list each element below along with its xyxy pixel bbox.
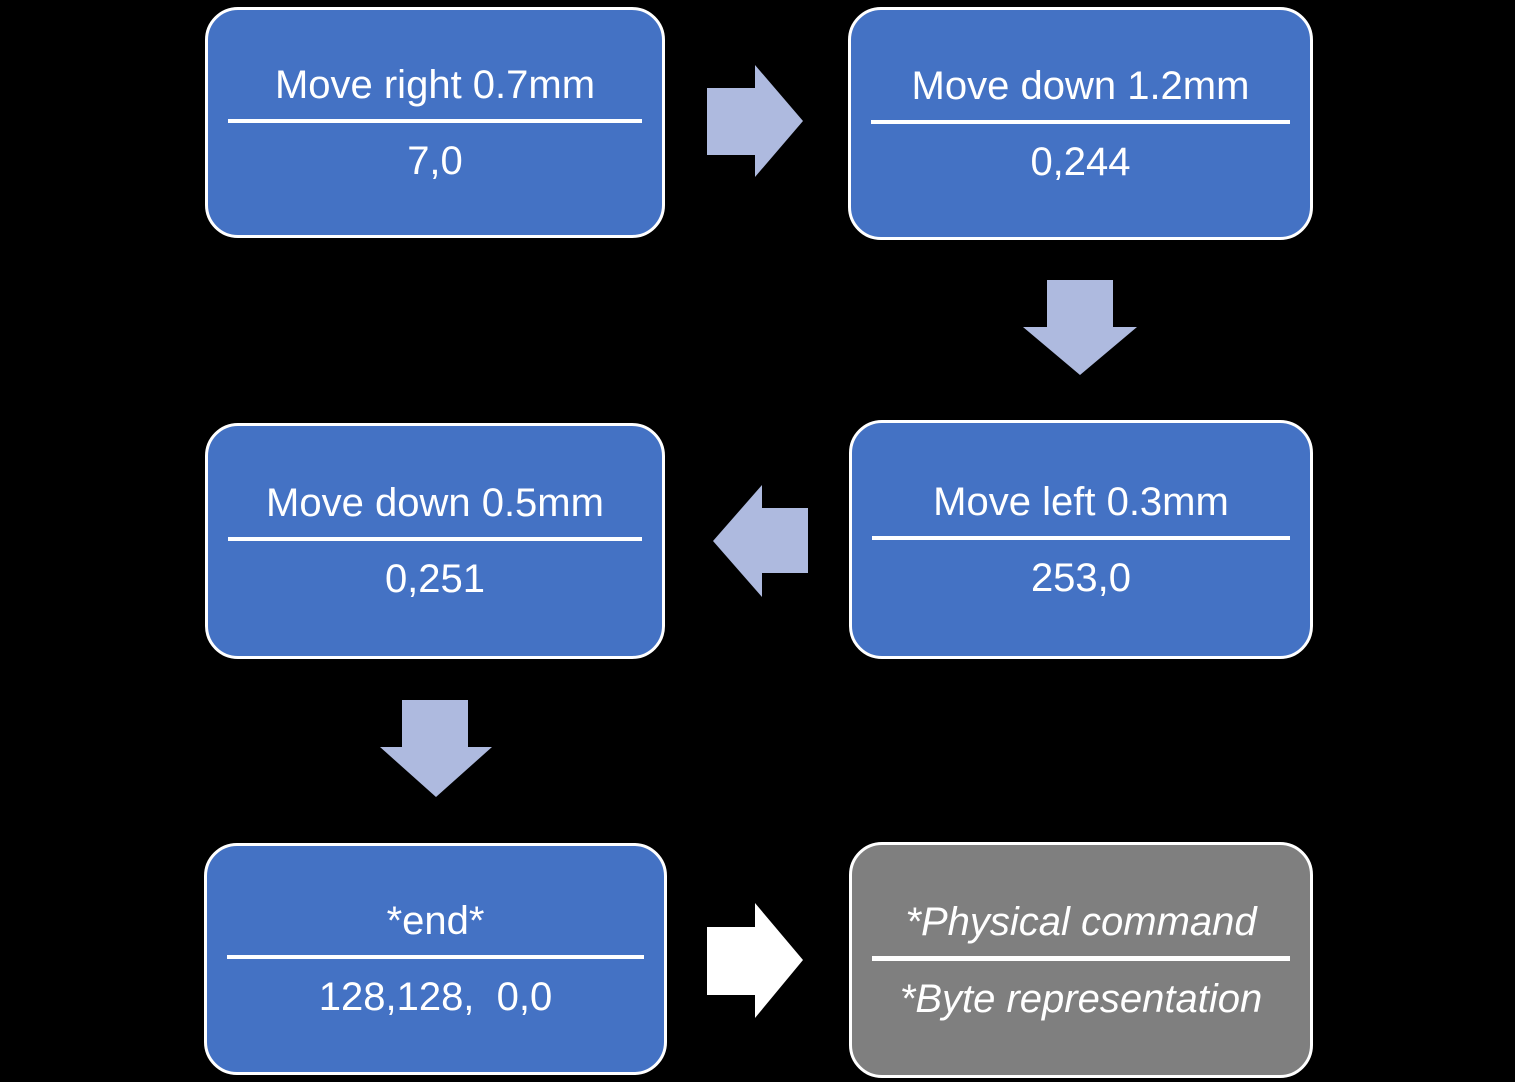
arrow-left-icon bbox=[713, 485, 808, 597]
arrow-down-icon bbox=[380, 700, 492, 797]
node-divider bbox=[228, 118, 642, 123]
node-command-label: *end* bbox=[386, 899, 485, 943]
node-bytes-label: 7,0 bbox=[407, 138, 463, 183]
legend-byte-representation-label: *Byte representation bbox=[899, 976, 1263, 1021]
node-move-left: Move left 0.3mm 253,0 bbox=[849, 420, 1313, 659]
node-bytes-label: 0,244 bbox=[1030, 139, 1131, 184]
node-legend: *Physical command *Byte representation bbox=[849, 842, 1313, 1078]
node-bytes-label: 0,251 bbox=[384, 557, 486, 601]
node-move-down-1: Move down 1.2mm 0,244 bbox=[848, 7, 1313, 240]
node-divider bbox=[227, 955, 644, 959]
node-divider bbox=[871, 119, 1290, 124]
arrow-shape bbox=[707, 903, 803, 1018]
node-command-label: Move down 0.5mm bbox=[266, 481, 604, 525]
node-end: *end* 128,128, 0,0 bbox=[204, 843, 667, 1075]
node-move-right: Move right 0.7mm 7,0 bbox=[205, 7, 665, 238]
arrow-down-icon bbox=[1023, 280, 1137, 375]
node-move-down-2: Move down 0.5mm 0,251 bbox=[205, 423, 665, 659]
arrow-right-icon bbox=[707, 903, 803, 1018]
node-command-label: Move down 1.2mm bbox=[911, 63, 1250, 108]
node-divider bbox=[228, 537, 642, 541]
arrow-shape bbox=[707, 65, 803, 177]
arrow-shape bbox=[1023, 280, 1137, 375]
node-divider bbox=[872, 955, 1290, 961]
node-command-label: Move left 0.3mm bbox=[933, 479, 1229, 524]
legend-physical-command-label: *Physical command bbox=[905, 899, 1257, 944]
node-divider bbox=[872, 535, 1290, 540]
arrow-shape bbox=[713, 485, 808, 597]
node-bytes-label: 128,128, 0,0 bbox=[318, 975, 553, 1019]
arrow-right-icon bbox=[707, 65, 803, 177]
node-bytes-label: 253,0 bbox=[1030, 555, 1132, 600]
node-command-label: Move right 0.7mm bbox=[274, 62, 596, 107]
arrow-shape bbox=[380, 700, 492, 797]
